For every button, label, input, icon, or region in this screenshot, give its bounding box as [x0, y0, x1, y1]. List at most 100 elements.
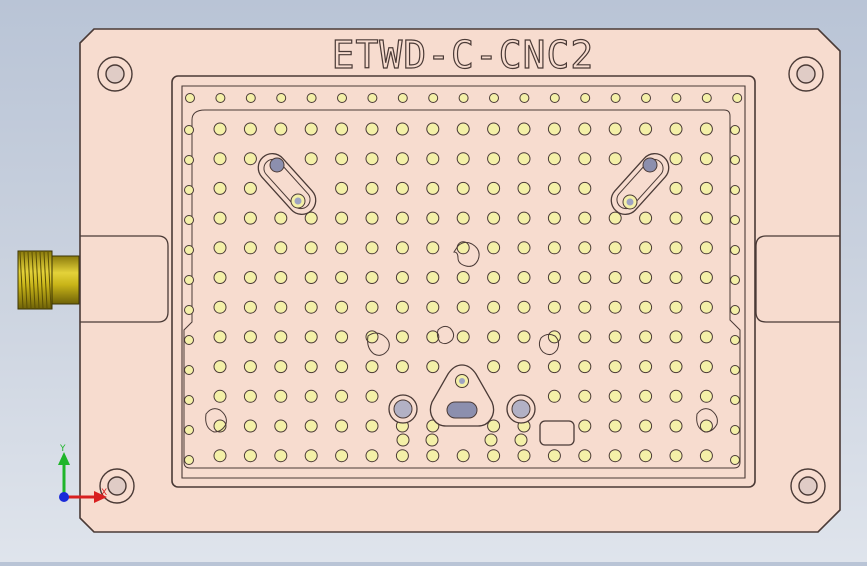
via-hole[interactable] — [184, 245, 194, 255]
via-hole[interactable] — [395, 152, 409, 166]
via-hole[interactable] — [243, 300, 257, 314]
via-hole[interactable] — [276, 93, 287, 103]
via-hole[interactable] — [426, 271, 440, 284]
via-hole[interactable] — [489, 93, 499, 103]
via-hole[interactable] — [517, 271, 531, 284]
via-hole[interactable] — [456, 300, 470, 314]
via-hole[interactable] — [365, 419, 379, 433]
via-hole[interactable] — [426, 449, 440, 463]
via-hole[interactable] — [699, 271, 713, 284]
via-hole[interactable] — [487, 300, 501, 314]
via-hole[interactable] — [335, 271, 349, 284]
via-hole[interactable] — [365, 330, 379, 344]
via-hole[interactable] — [306, 93, 317, 103]
via-hole[interactable] — [365, 360, 379, 374]
via-hole[interactable] — [458, 93, 469, 103]
via-hole[interactable] — [639, 389, 653, 403]
via-hole[interactable] — [184, 305, 194, 315]
via-hole[interactable] — [641, 93, 651, 103]
via-hole[interactable] — [487, 419, 501, 433]
via-hole[interactable] — [304, 330, 318, 344]
via-hole[interactable] — [578, 241, 592, 255]
via-hole[interactable] — [547, 449, 561, 463]
via-hole[interactable] — [395, 241, 409, 255]
via-hole[interactable] — [669, 449, 683, 463]
via-hole[interactable] — [365, 241, 379, 255]
via-hole[interactable] — [243, 152, 257, 166]
via-hole[interactable] — [426, 152, 440, 166]
via-hole[interactable] — [578, 330, 592, 344]
via-hole[interactable] — [335, 122, 349, 136]
via-hole[interactable] — [547, 360, 561, 374]
via-hole[interactable] — [608, 360, 622, 374]
via-hole[interactable] — [184, 155, 194, 165]
via-hole[interactable] — [304, 300, 318, 314]
via-hole[interactable] — [517, 122, 531, 136]
via-hole[interactable] — [671, 93, 682, 103]
via-hole[interactable] — [335, 300, 349, 314]
via-hole[interactable] — [608, 330, 622, 344]
via-hole[interactable] — [547, 181, 561, 195]
via-hole[interactable] — [578, 122, 592, 136]
via-hole[interactable] — [730, 155, 740, 165]
via-hole[interactable] — [517, 449, 531, 463]
via-hole[interactable] — [456, 211, 470, 225]
via-hole[interactable] — [243, 271, 257, 284]
via-hole[interactable] — [484, 433, 498, 447]
via-hole[interactable] — [487, 271, 501, 284]
via-hole[interactable] — [243, 211, 257, 225]
via-hole[interactable] — [185, 93, 195, 103]
via-hole[interactable] — [213, 181, 227, 195]
via-hole[interactable] — [243, 241, 257, 255]
via-hole[interactable] — [547, 389, 561, 403]
via-hole[interactable] — [274, 271, 288, 284]
via-hole[interactable] — [730, 335, 740, 345]
via-hole[interactable] — [243, 419, 257, 433]
via-hole[interactable] — [367, 93, 378, 103]
center-drop-slot[interactable] — [429, 364, 495, 427]
via-hole[interactable] — [578, 211, 592, 225]
via-hole[interactable] — [335, 211, 349, 225]
via-hole[interactable] — [335, 241, 349, 255]
via-hole[interactable] — [517, 300, 531, 314]
via-hole[interactable] — [639, 360, 653, 374]
via-hole[interactable] — [215, 93, 226, 103]
via-hole[interactable] — [578, 181, 592, 195]
via-hole[interactable] — [184, 215, 194, 225]
via-hole[interactable] — [213, 271, 227, 284]
via-hole[interactable] — [274, 419, 288, 433]
via-hole[interactable] — [669, 152, 683, 166]
via-hole[interactable] — [517, 330, 531, 344]
via-hole[interactable] — [578, 449, 592, 463]
via-hole[interactable] — [395, 360, 409, 374]
via-hole[interactable] — [243, 122, 257, 136]
screw-hole-right[interactable] — [506, 394, 536, 424]
rect-pocket[interactable] — [539, 420, 575, 446]
via-hole[interactable] — [304, 449, 318, 463]
via-hole[interactable] — [608, 241, 622, 255]
via-hole[interactable] — [335, 181, 349, 195]
via-hole[interactable] — [365, 211, 379, 225]
via-hole[interactable] — [365, 152, 379, 166]
via-hole[interactable] — [426, 122, 440, 136]
via-hole[interactable] — [669, 181, 683, 195]
via-hole[interactable] — [335, 389, 349, 403]
via-hole[interactable] — [274, 360, 288, 374]
via-hole[interactable] — [213, 122, 227, 136]
via-hole[interactable] — [184, 365, 194, 375]
via-hole[interactable] — [456, 241, 470, 255]
screw-hole-left[interactable] — [388, 394, 418, 424]
via-hole[interactable] — [213, 360, 227, 374]
via-hole[interactable] — [699, 211, 713, 225]
via-hole[interactable] — [395, 300, 409, 314]
via-hole[interactable] — [243, 389, 257, 403]
via-hole[interactable] — [184, 395, 194, 405]
via-hole[interactable] — [304, 122, 318, 136]
via-hole[interactable] — [426, 241, 440, 255]
via-hole[interactable] — [487, 449, 501, 463]
via-hole[interactable] — [487, 360, 501, 374]
via-hole[interactable] — [669, 330, 683, 344]
via-hole[interactable] — [456, 152, 470, 166]
via-hole[interactable] — [274, 300, 288, 314]
via-hole-grid[interactable] — [184, 93, 743, 465]
